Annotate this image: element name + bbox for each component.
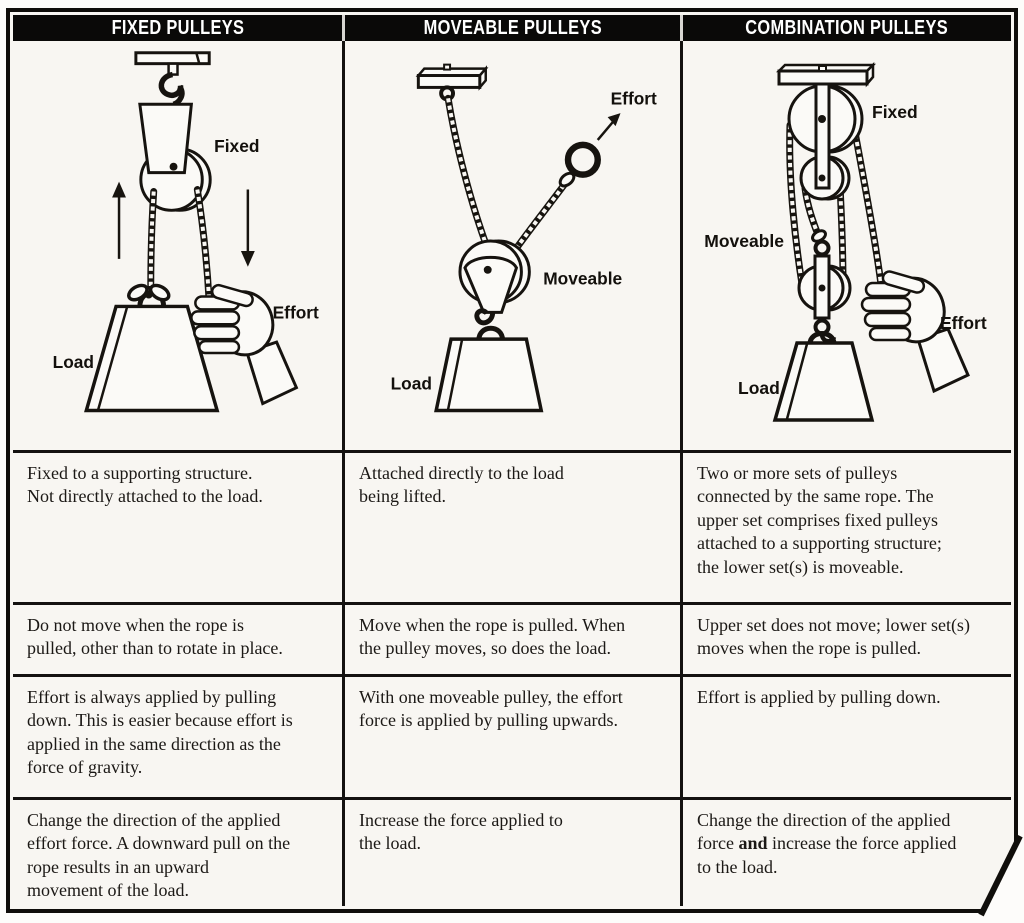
label-load: Load [391, 374, 432, 394]
moveable-pulley-illustration: Effort Moveable Load [391, 63, 657, 413]
header-fixed-pulleys: FIXED PULLEYS [13, 15, 345, 41]
label-effort: Effort [940, 313, 987, 333]
fixed-attachment-value: Fixed to a supporting structure. Not dir… [27, 463, 263, 507]
load-weight [434, 337, 544, 413]
pulley-housing [463, 256, 519, 314]
hook-icon [158, 71, 184, 98]
axle-dot [169, 162, 178, 171]
pulley-comparison-page: FIXED PULLEYS MOVEABLE PULLEYS COMBINATI… [6, 8, 1023, 918]
combination-pulley-illustration: Fixed Moveable Effort Load [704, 61, 987, 422]
arrow-up-right-icon [596, 113, 621, 141]
header-moveable-pulleys-label: MOVEABLE PULLEYS [423, 16, 602, 39]
load-weight [772, 341, 875, 422]
rope-knot [127, 283, 149, 302]
combination-purpose-pre: Change the direction of the applied forc… [697, 810, 951, 854]
combination-pulley-diagram: Fixed Moveable Effort Load [683, 41, 1011, 450]
pulley-housing [138, 102, 194, 175]
header-moveable-pulleys: MOVEABLE PULLEYS [345, 15, 683, 41]
fixed-attachment-text: Fixed to a supporting structure. Not dir… [13, 450, 345, 602]
fixed-movement-text: Do not move when the rope is pulled, oth… [13, 602, 345, 674]
pulley-comparison-table: FIXED PULLEYS MOVEABLE PULLEYS COMBINATI… [6, 8, 1018, 913]
fixed-movement-value: Do not move when the rope is pulled, oth… [27, 615, 283, 659]
fixed-purpose-value: Change the direction of the applied effo… [27, 810, 291, 901]
pull-ring [564, 141, 601, 178]
moveable-movement-value: Move when the rope is pulled. When the p… [359, 615, 626, 659]
combination-attachment-value: Two or more sets of pulleys connected by… [697, 463, 942, 577]
moveable-attachment-text: Attached directly to the load being lift… [345, 450, 683, 602]
load-hoop [807, 331, 837, 345]
combination-purpose-post: increase the force applied to the load. [697, 833, 957, 877]
fixed-purpose-text: Change the direction of the applied effo… [13, 797, 345, 906]
fixed-effort-value: Effort is always applied by pulling down… [27, 687, 293, 778]
header-combination-pulleys-label: COMBINATION PULLEYS [745, 16, 949, 39]
hook-ring [813, 239, 831, 257]
combination-attachment-text: Two or more sets of pulleys connected by… [683, 450, 1011, 602]
hanger-bolt [167, 62, 179, 76]
arrow-down-icon [240, 189, 255, 267]
header-fixed-pulleys-label: FIXED PULLEYS [111, 16, 244, 39]
load-hoop [476, 325, 506, 341]
label-load: Load [53, 352, 94, 372]
fixed-pulley-illustration: Fixed Effort Load [53, 51, 319, 413]
fixed-block-strap [814, 82, 831, 190]
combination-purpose-text: Change the direction of the applied forc… [683, 797, 1011, 906]
combination-movement-value: Upper set does not move; lower set(s) mo… [697, 615, 970, 659]
moveable-purpose-text: Increase the force applied to the load. [345, 797, 683, 906]
pulling-hand [190, 283, 299, 406]
fixed-effort-text: Effort is always applied by pulling down… [13, 674, 345, 797]
label-effort: Effort [611, 88, 657, 108]
label-effort: Effort [273, 302, 319, 322]
moveable-attachment-value: Attached directly to the load being lift… [359, 463, 564, 507]
combination-purpose-bold: and [738, 833, 768, 854]
label-load: Load [738, 378, 780, 398]
combination-effort-text: Effort is applied by pulling down. [683, 674, 1011, 797]
page-corner-cut [977, 834, 1023, 918]
label-moveable: Moveable [704, 231, 784, 251]
moveable-effort-value: With one moveable pulley, the effort for… [359, 687, 623, 731]
fixed-pulley-diagram: Fixed Effort Load [13, 41, 345, 450]
moveable-pulley-diagram: Effort Moveable Load [345, 41, 683, 450]
moveable-purpose-value: Increase the force applied to the load. [359, 810, 563, 854]
label-fixed: Fixed [214, 136, 259, 156]
label-moveable: Moveable [543, 269, 622, 289]
label-fixed: Fixed [872, 102, 918, 122]
axle-dot [483, 265, 492, 274]
hook-icon [474, 308, 496, 326]
header-combination-pulleys: COMBINATION PULLEYS [683, 15, 1011, 41]
arrow-up-icon [112, 181, 126, 259]
combination-effort-value: Effort is applied by pulling down. [697, 687, 941, 707]
moveable-effort-text: With one moveable pulley, the effort for… [345, 674, 683, 797]
moveable-movement-text: Move when the rope is pulled. When the p… [345, 602, 683, 674]
combination-movement-text: Upper set does not move; lower set(s) mo… [683, 602, 1011, 674]
